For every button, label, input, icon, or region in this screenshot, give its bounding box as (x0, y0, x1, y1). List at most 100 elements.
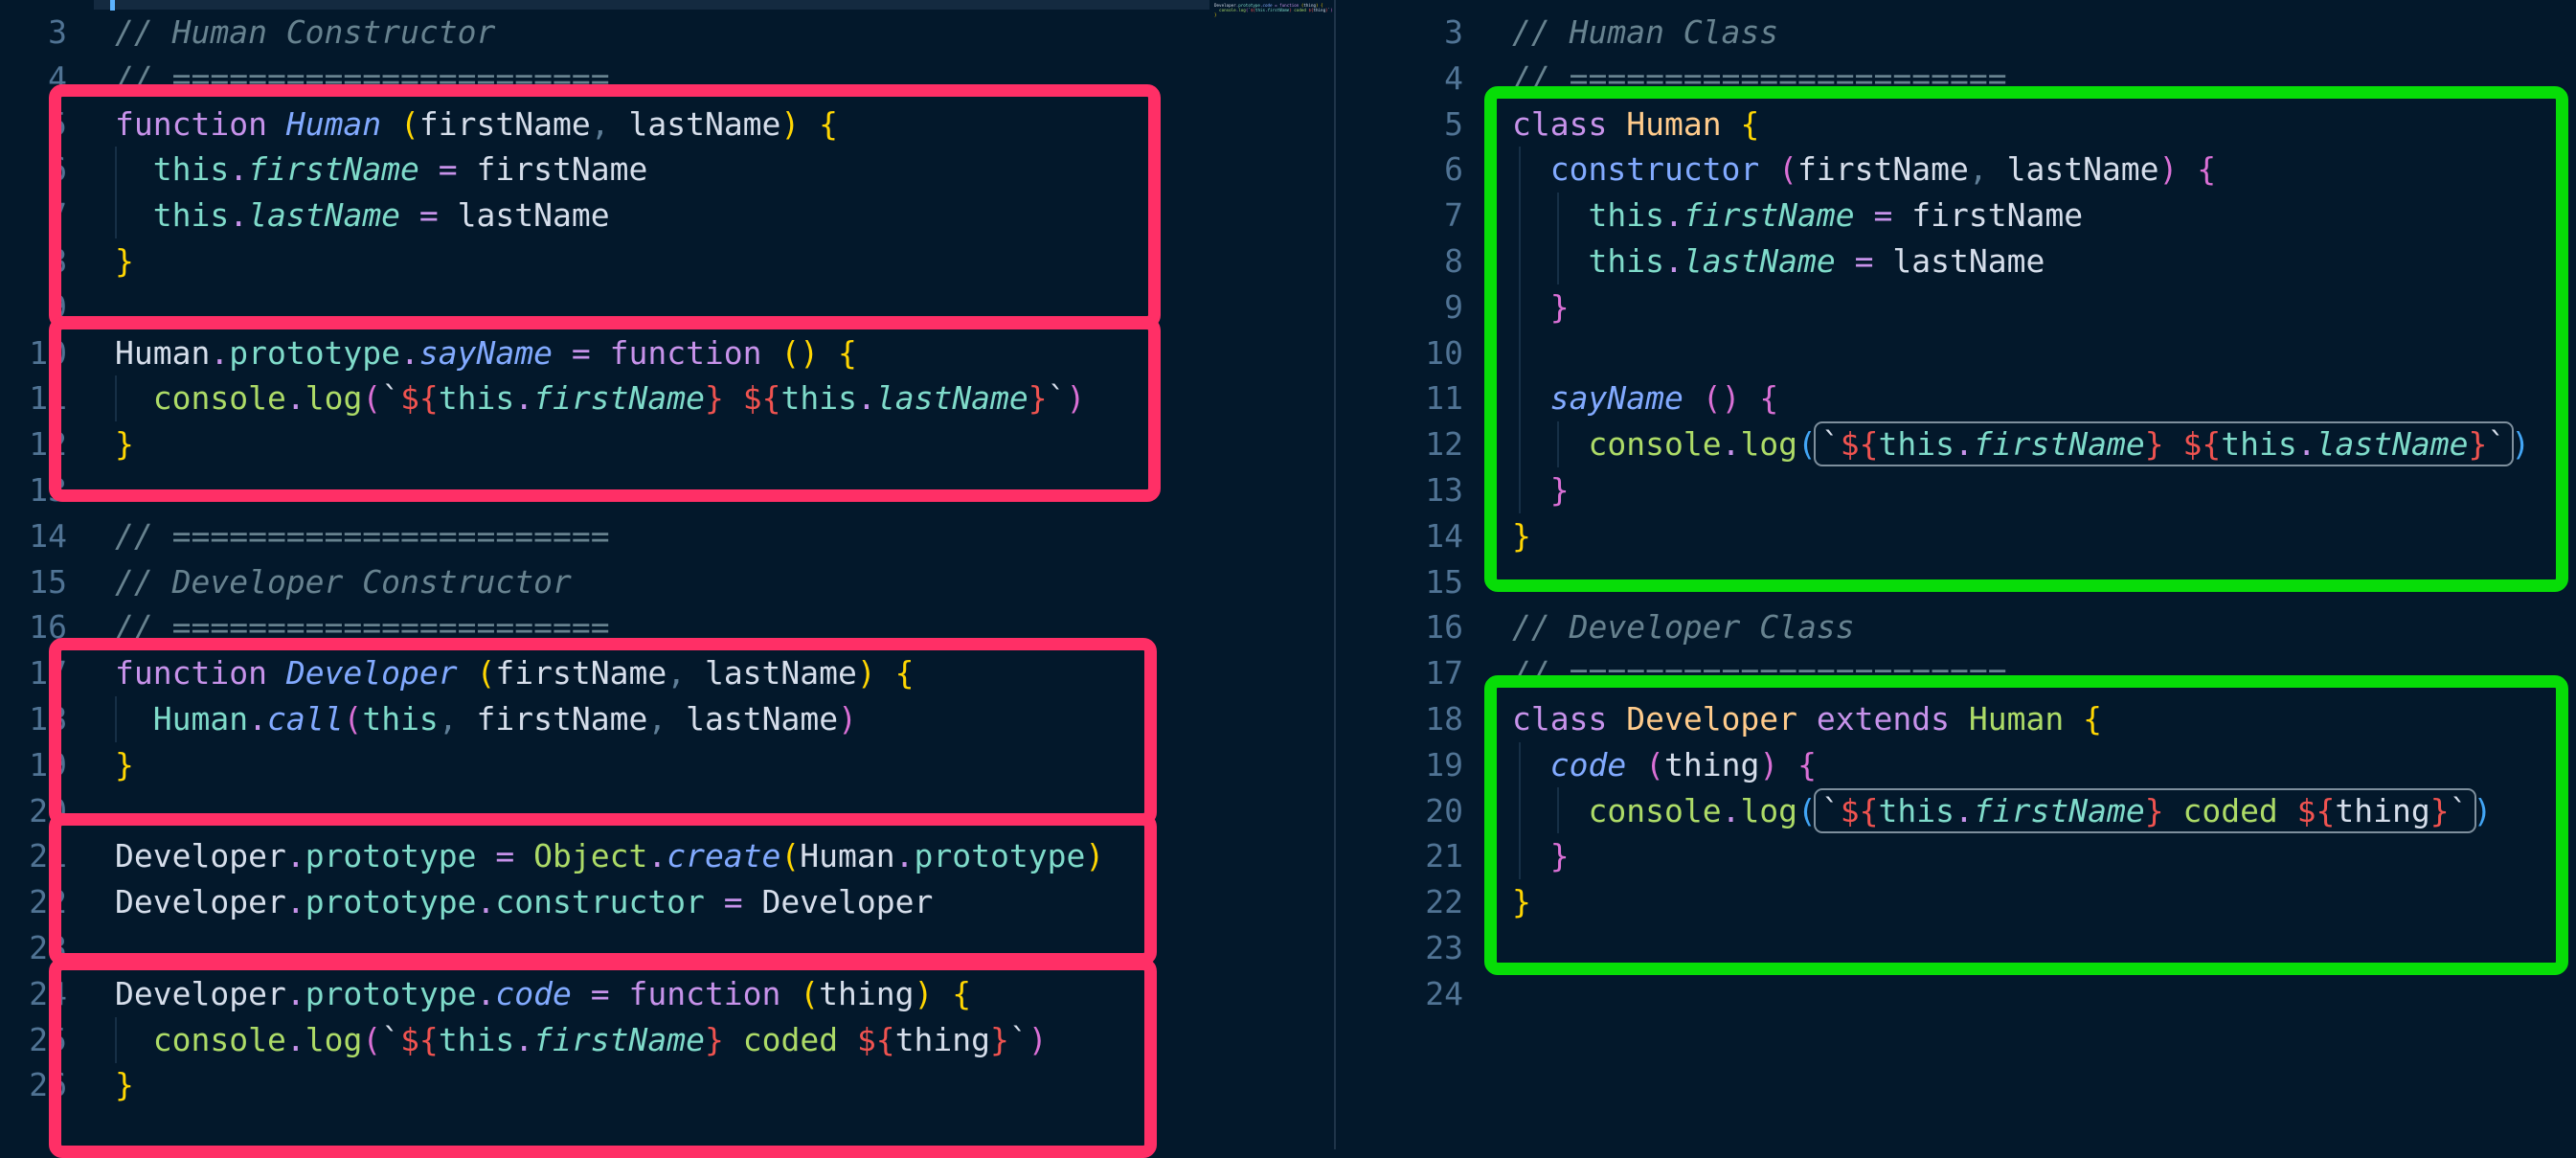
code-line[interactable]: 11 console.log(`${this.firstName} ${this… (0, 375, 1334, 421)
code-line-content[interactable]: console.log(`${this.firstName} ${this.la… (1463, 421, 2530, 467)
code-line-content[interactable]: // Developer Constructor (67, 559, 572, 605)
code-line-content[interactable] (1463, 559, 1512, 605)
code-line[interactable]: 9 } (1336, 284, 2576, 330)
code-line-content[interactable]: } (1463, 513, 1531, 559)
code-line[interactable]: 26} (0, 1062, 1334, 1108)
code-line[interactable]: 20 (0, 788, 1334, 834)
code-token: } (115, 241, 134, 280)
code-line[interactable]: 6 constructor (firstName, lastName) { (1336, 147, 2576, 193)
code-line-content[interactable]: console.log(`${this.firstName} coded ${t… (1463, 787, 2492, 834)
code-line[interactable]: 9 (0, 284, 1334, 330)
code-line[interactable]: 12} (0, 421, 1334, 467)
code-line-content[interactable]: sayName () { (1463, 375, 1778, 421)
code-line[interactable]: 21 } (1336, 833, 2576, 879)
code-line-content[interactable] (1463, 925, 1512, 971)
code-line-content[interactable]: // Human Class (1463, 10, 1778, 56)
code-line[interactable]: 25 console.log(`${this.firstName} coded … (0, 1017, 1334, 1063)
code-line-content[interactable]: Human.prototype.sayName = function () { (67, 330, 857, 376)
code-line[interactable]: 6 this.firstName = firstName (0, 147, 1334, 193)
code-line[interactable]: 15 (1336, 559, 2576, 605)
code-line-content[interactable]: class Developer extends Human { (1463, 696, 2102, 742)
code-line-content[interactable]: function Developer (firstName, lastName)… (67, 650, 915, 696)
code-line[interactable]: 4// ======================= (0, 56, 1334, 102)
code-line-content[interactable]: // ======================= (1463, 650, 2007, 696)
code-line-content[interactable] (67, 925, 115, 971)
code-line-content[interactable]: } (67, 742, 134, 788)
code-line-content[interactable] (1463, 330, 1512, 376)
code-line-content[interactable]: // ======================= (67, 56, 610, 102)
code-line-content[interactable]: function Human (firstName, lastName) { (67, 102, 838, 148)
code-line-content[interactable]: code (thing) { (1463, 742, 1817, 788)
code-line[interactable]: 13 } (1336, 467, 2576, 513)
code-line[interactable]: 16// ======================= (0, 604, 1334, 650)
code-line-content[interactable]: } (1463, 467, 1570, 513)
code-line[interactable]: 3// Human Constructor (0, 10, 1334, 56)
code-line-content[interactable]: constructor (firstName, lastName) { (1463, 147, 2216, 193)
code-line-content[interactable]: this.lastName = lastName (1463, 238, 2045, 284)
code-line[interactable]: 22} (1336, 879, 2576, 925)
code-line-content[interactable]: // ======================= (1463, 56, 2007, 102)
code-line[interactable]: 4// ======================= (1336, 56, 2576, 102)
code-line-content[interactable] (67, 284, 115, 330)
code-line-content[interactable]: // Developer Class (1463, 604, 1855, 650)
code-line-content[interactable]: Developer.prototype.constructor = Develo… (67, 879, 933, 925)
code-line[interactable]: 14} (1336, 513, 2576, 559)
code-line[interactable]: 18 Human.call(this, firstName, lastName) (0, 696, 1334, 742)
code-line[interactable]: 16// Developer Class (1336, 604, 2576, 650)
code-line-content[interactable]: this.firstName = firstName (67, 147, 648, 193)
code-line-content[interactable]: } (67, 421, 134, 467)
code-line[interactable]: 15// Developer Constructor (0, 559, 1334, 605)
code-line[interactable]: 8 this.lastName = lastName (1336, 238, 2576, 284)
code-line-content[interactable]: } (67, 238, 134, 284)
code-line[interactable]: 17// ======================= (1336, 650, 2576, 696)
code-line-content[interactable]: Developer.prototype.code = function (thi… (67, 971, 971, 1017)
code-line-content[interactable]: } (1463, 284, 1570, 330)
code-line-content[interactable]: class Human { (1463, 102, 1759, 148)
editor-split-divider[interactable] (1334, 0, 1336, 1149)
code-line[interactable]: 3// Human Class (1336, 10, 2576, 56)
code-line-content[interactable]: // ======================= (67, 513, 610, 559)
code-line[interactable]: 13 (0, 467, 1334, 513)
code-line[interactable]: 23 (0, 925, 1334, 971)
code-line[interactable]: 24 (1336, 971, 2576, 1017)
code-line[interactable]: 8} (0, 238, 1334, 284)
code-line-content[interactable]: console.log(`${this.firstName} coded ${t… (67, 1017, 1048, 1063)
code-line[interactable]: 14// ======================= (0, 513, 1334, 559)
code-line-content[interactable]: } (1463, 879, 1531, 925)
code-line-content[interactable] (67, 788, 115, 834)
code-line-content[interactable]: this.lastName = lastName (67, 193, 610, 238)
code-line-content[interactable] (1463, 971, 1512, 1017)
code-line-content[interactable]: // Human Constructor (67, 10, 495, 56)
code-line[interactable]: 12 console.log(`${this.firstName} ${this… (1336, 421, 2576, 467)
code-line[interactable]: 7 this.lastName = lastName (0, 193, 1334, 238)
code-line-content[interactable]: Human.call(this, firstName, lastName) (67, 696, 857, 742)
minimap[interactable]: Developer.prototype.code = function (thi… (1214, 3, 1335, 18)
code-line-content[interactable] (67, 467, 115, 513)
code-line-content[interactable]: Developer.prototype = Object.create(Huma… (67, 833, 1104, 879)
code-token: ( (800, 974, 820, 1012)
code-line[interactable]: 7 this.firstName = firstName (1336, 193, 2576, 238)
code-line-content[interactable]: // ======================= (67, 604, 610, 650)
code-line[interactable]: 19} (0, 742, 1334, 788)
code-line[interactable]: 23 (1336, 925, 2576, 971)
code-line-content[interactable]: } (1463, 833, 1570, 879)
code-line[interactable]: 19 code (thing) { (1336, 742, 2576, 788)
code-line[interactable]: 11 sayName () { (1336, 375, 2576, 421)
code-line[interactable]: 20 console.log(`${this.firstName} coded … (1336, 787, 2576, 834)
code-line-content[interactable]: this.firstName = firstName (1463, 193, 2083, 238)
code-line-content[interactable]: console.log(`${this.firstName} ${this.la… (67, 375, 1086, 421)
code-line-content[interactable]: } (67, 1062, 134, 1108)
code-line[interactable]: 10 (1336, 330, 2576, 376)
